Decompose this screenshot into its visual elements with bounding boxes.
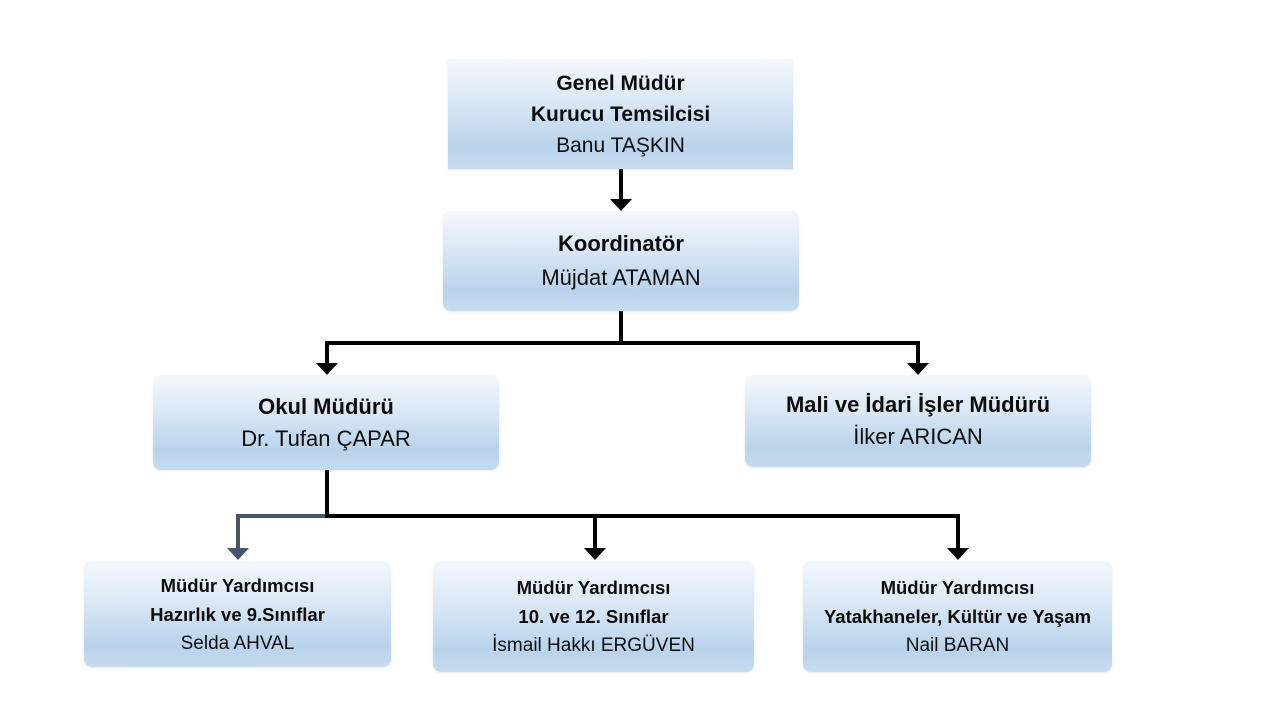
node-title: Müdür Yardımcısı xyxy=(880,577,1035,598)
node-title: 10. ve 12. Sınıflar xyxy=(518,606,669,627)
connector-okul-muduru-to-mudur-yrd-10-12 xyxy=(325,470,597,550)
connector-koordinator-to-mali-idari xyxy=(621,341,920,365)
node-title: Koordinatör xyxy=(558,231,684,256)
arrowhead-icon xyxy=(907,363,929,375)
node-title: Yatakhaneler, Kültür ve Yaşam xyxy=(823,606,1092,627)
node-title: Okul Müdürü xyxy=(258,393,394,419)
node-person: Dr. Tufan ÇAPAR xyxy=(241,425,411,451)
node-genel-mudur: Genel Müdür Kurucu Temsilcisi Banu TAŞKI… xyxy=(448,59,793,169)
node-mudur-yrd-yatakhane: Müdür Yardımcısı Yatakhaneler, Kültür ve… xyxy=(803,561,1112,672)
node-mudur-yrd-10-12: Müdür Yardımcısı 10. ve 12. Sınıflar İsm… xyxy=(433,561,754,672)
node-person: İsmail Hakkı ERGÜVEN xyxy=(492,635,695,656)
node-title: Kurucu Temsilcisi xyxy=(530,102,711,126)
node-title: Müdür Yardımcısı xyxy=(160,574,315,596)
node-mali-idari: Mali ve İdari İşler Müdürü İlker ARICAN xyxy=(745,375,1091,467)
arrowhead-icon xyxy=(947,548,969,560)
arrowhead-icon xyxy=(316,363,338,375)
node-title: Hazırlık ve 9.Sınıflar xyxy=(150,603,325,625)
node-okul-muduru: Okul Müdürü Dr. Tufan ÇAPAR xyxy=(153,375,499,470)
node-title: Genel Müdür xyxy=(556,71,685,95)
arrowhead-icon xyxy=(227,548,249,560)
node-koordinator: Koordinatör Müjdat ATAMAN xyxy=(443,211,799,311)
node-mudur-yrd-hazirlik: Müdür Yardımcısı Hazırlık ve 9.Sınıflar … xyxy=(84,561,391,667)
connector-okul-muduru-to-mudur-yrd-hazirlik xyxy=(236,514,327,550)
node-person: Müjdat ATAMAN xyxy=(541,265,701,290)
connector-koordinator-to-okul-muduru xyxy=(325,311,623,365)
arrowhead-icon xyxy=(610,199,632,211)
arrowhead-icon xyxy=(584,548,606,560)
node-title: Mali ve İdari İşler Müdürü xyxy=(785,392,1051,417)
node-person: Banu TAŞKIN xyxy=(556,133,685,157)
node-title: Müdür Yardımcısı xyxy=(516,577,671,598)
connector-okul-muduru-to-mudur-yrd-yatakhane xyxy=(595,514,960,550)
node-person: İlker ARICAN xyxy=(853,424,983,449)
node-person: Nail BARAN xyxy=(905,635,1010,656)
node-person: Selda AHVAL xyxy=(180,632,295,654)
